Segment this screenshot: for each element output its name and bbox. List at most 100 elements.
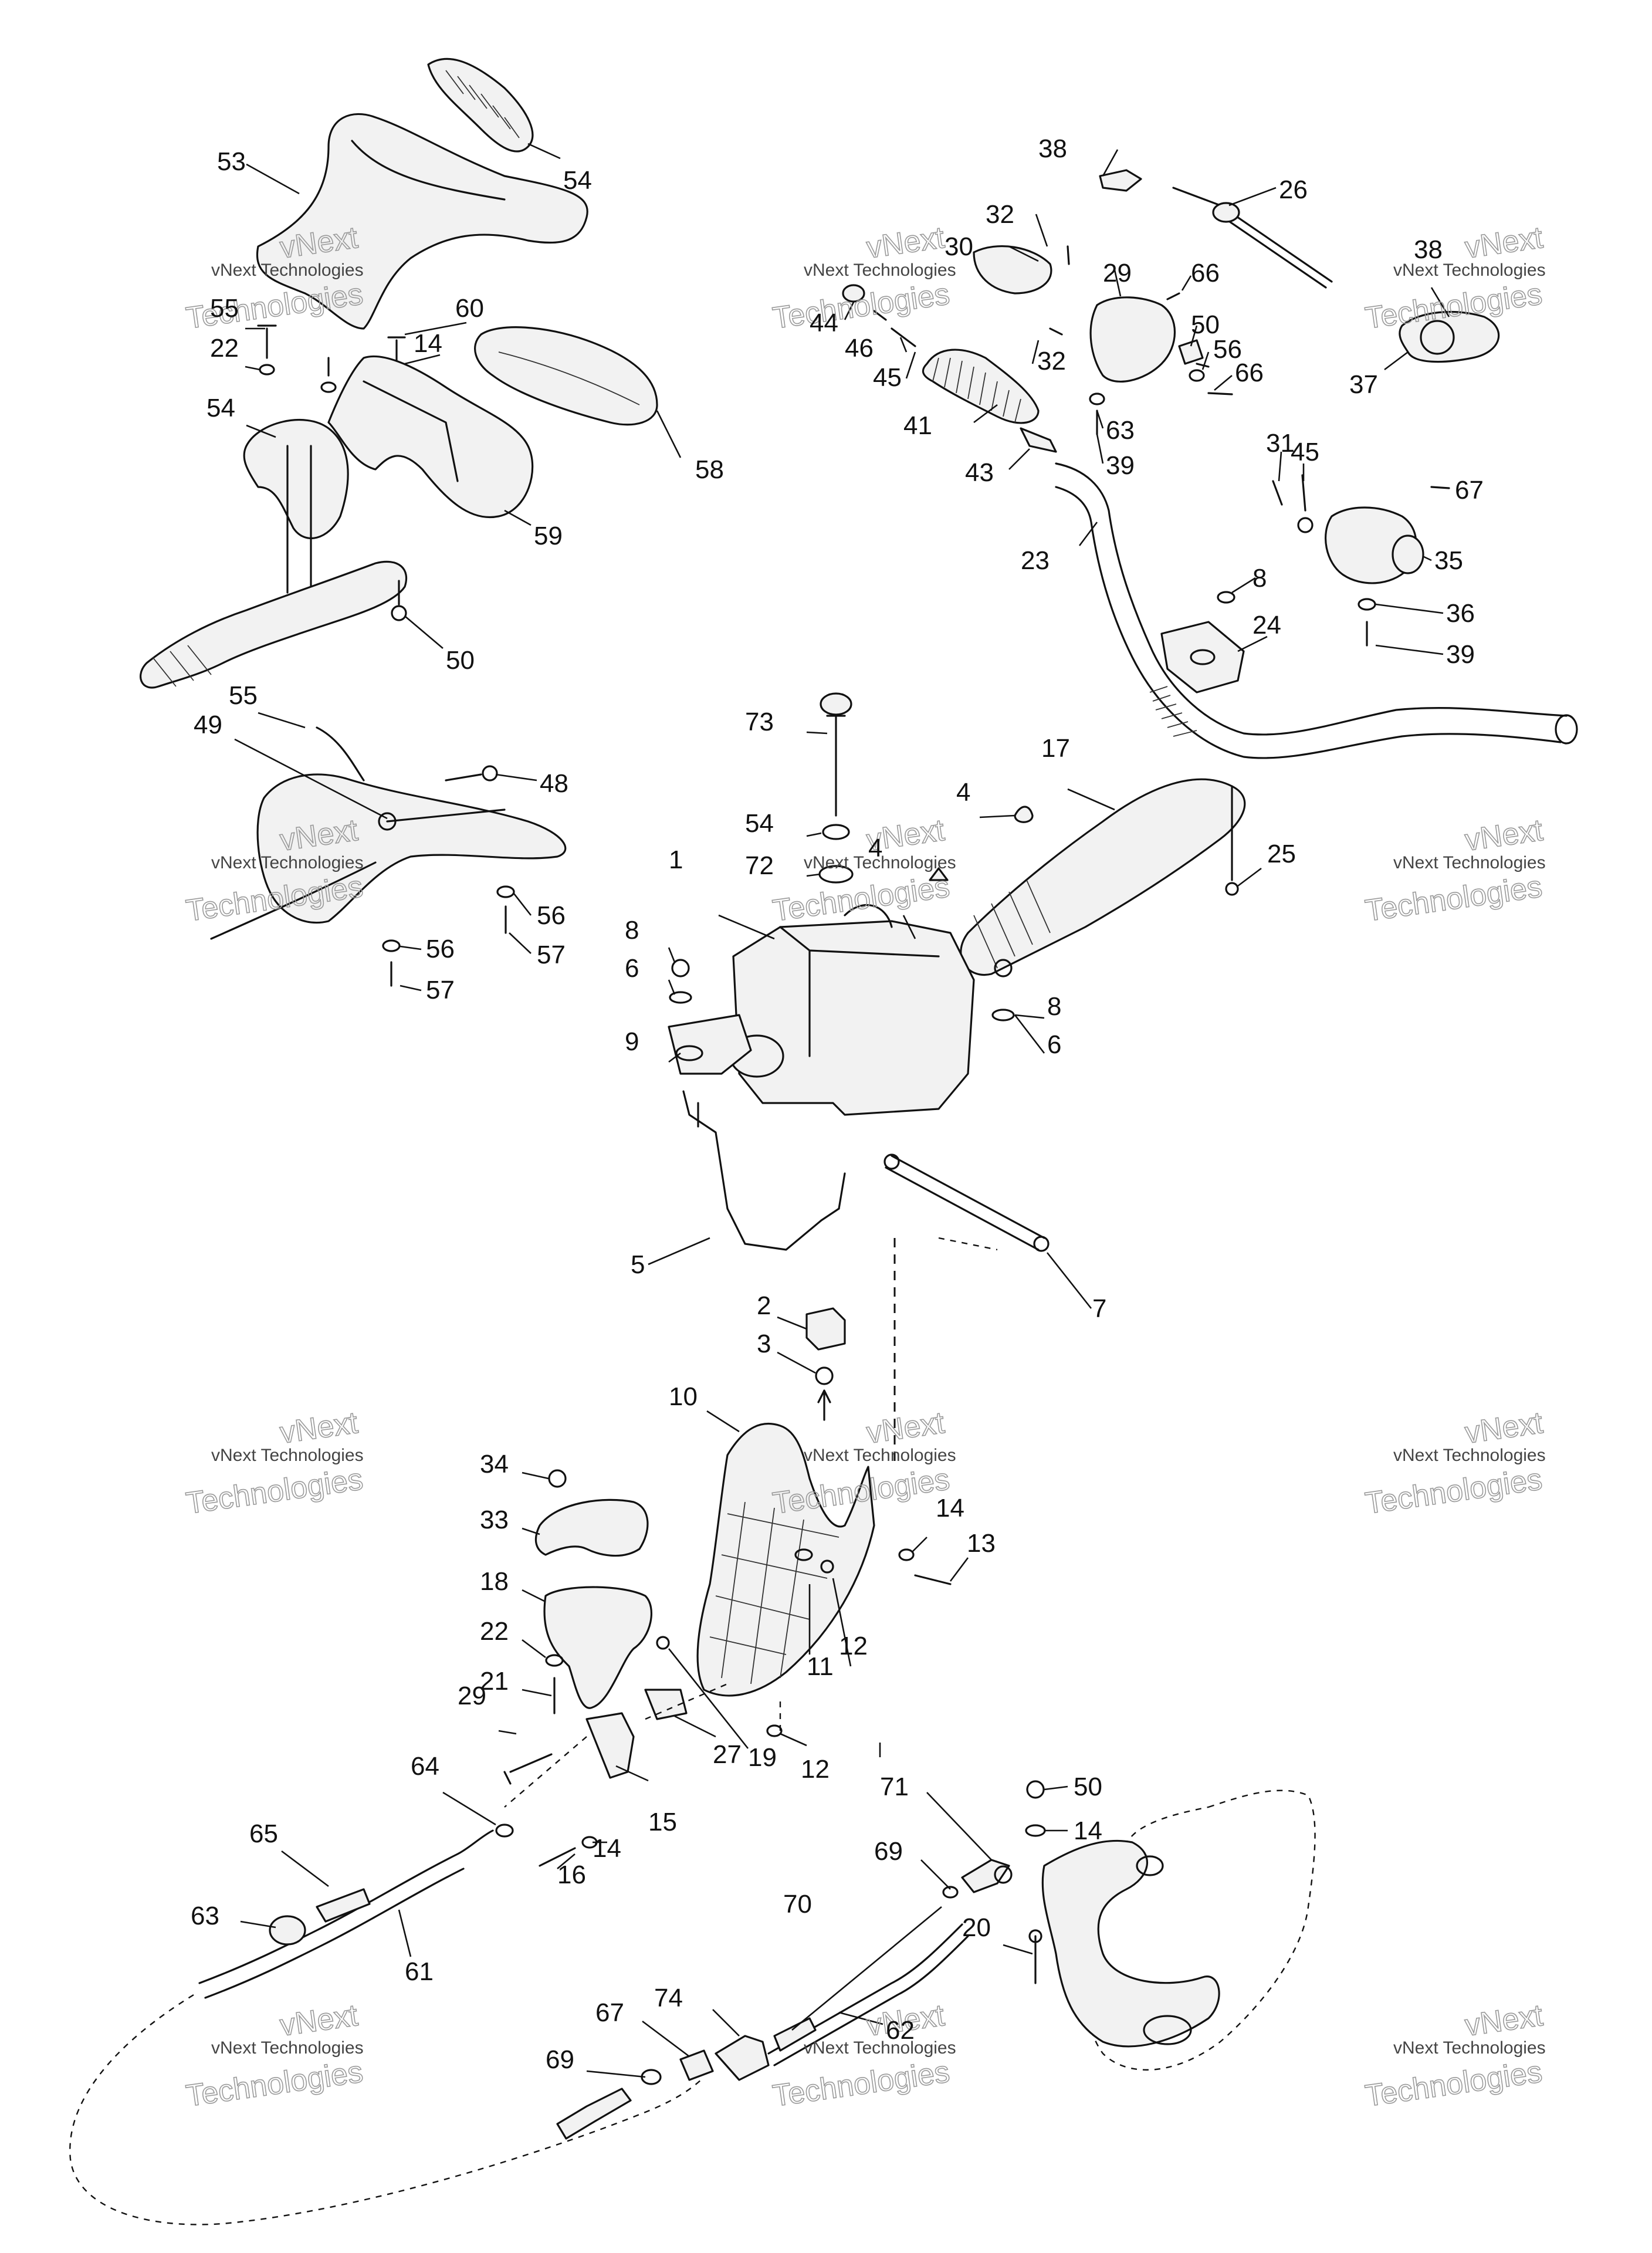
callout-label: 67 — [1455, 476, 1484, 505]
callout-label: 69 — [546, 2045, 574, 2074]
callout-label: 66 — [1235, 358, 1264, 387]
watermark-text-outline: vNext — [865, 221, 947, 265]
callout-label: 15 — [648, 1808, 677, 1836]
callout-label: 29 — [1103, 259, 1132, 287]
watermark-text: vNext Technologies — [211, 1446, 364, 1465]
callout-label: 18 — [480, 1567, 509, 1596]
callout-label: 4 — [868, 834, 882, 862]
watermark-text-outline: vNext — [1463, 1406, 1545, 1450]
callout-label: 59 — [534, 522, 563, 550]
callout-label: 57 — [426, 976, 455, 1004]
callout-label: 38 — [1414, 235, 1443, 264]
callout-label: 12 — [801, 1755, 830, 1784]
callout-label: 64 — [411, 1752, 439, 1781]
watermark-text: vNext Technologies — [804, 1446, 956, 1465]
callout-label: 63 — [1106, 416, 1135, 445]
watermark-text-outline: Technologies — [184, 1462, 365, 1521]
watermark-text-outline: vNext — [1463, 813, 1545, 858]
callout-label: 46 — [845, 334, 874, 363]
callout-label: 17 — [1041, 734, 1070, 763]
callout-label: 50 — [1191, 310, 1220, 339]
callout-label: 5 — [631, 1250, 645, 1279]
callout-label: 23 — [1021, 546, 1050, 575]
watermark-text-outline: Technologies — [771, 277, 952, 336]
callout-label: 73 — [745, 708, 774, 736]
watermark-text-outline: Technologies — [1363, 2055, 1545, 2113]
callout-label: 56 — [1213, 335, 1242, 364]
callout-label: 19 — [748, 1743, 777, 1772]
callout-label: 26 — [1279, 175, 1308, 204]
watermark-text: vNext Technologies — [211, 2038, 364, 2058]
leader-lines — [234, 143, 1450, 2078]
callout-label: 54 — [745, 809, 774, 838]
callout-label: 41 — [903, 411, 932, 440]
callout-label: 50 — [1074, 1772, 1102, 1801]
callout-label: 2 — [757, 1291, 771, 1320]
callout-label: 65 — [249, 1819, 278, 1848]
callout-label: 62 — [886, 2016, 915, 2045]
callout-label: 69 — [874, 1837, 903, 1866]
callout-label: 74 — [654, 1984, 683, 2012]
watermark-lowmid-right: vNext Technologies Technologies vNext — [1363, 1405, 1546, 1521]
callout-label: 67 — [595, 1998, 624, 2027]
callout-label: 13 — [967, 1529, 996, 1558]
watermark-mid-middle: vNext Technologies Technologies vNext — [770, 813, 956, 929]
callout-label: 33 — [480, 1506, 509, 1534]
callout-label: 48 — [540, 769, 568, 798]
watermark-mid-right: vNext Technologies Technologies vNext — [1363, 813, 1546, 929]
callout-label: 49 — [194, 711, 222, 739]
callout-label: 35 — [1434, 546, 1463, 575]
watermark-bottom-middle: vNext Technologies Technologies vNext — [770, 1998, 956, 2114]
callout-label: 39 — [1106, 451, 1135, 480]
watermark-text-outline: vNext — [865, 1406, 947, 1450]
watermark-text: vNext Technologies — [211, 853, 364, 872]
callout-label: 45 — [873, 363, 902, 392]
watermark-text: vNext Technologies — [1393, 2038, 1546, 2058]
callout-label: 8 — [1047, 992, 1061, 1021]
callout-label: 1 — [669, 845, 683, 874]
watermark-text: vNext Technologies — [1393, 261, 1546, 280]
callout-label: 31 — [1266, 429, 1295, 458]
callout-label: 32 — [1037, 347, 1066, 376]
callout-label: 36 — [1446, 599, 1475, 628]
callout-label: 6 — [1047, 1030, 1061, 1059]
callout-label: 11 — [807, 1652, 834, 1681]
watermark-text-outline: vNext — [278, 1998, 360, 2043]
watermark-text-outline: Technologies — [771, 2055, 952, 2113]
callout-label: 57 — [537, 941, 566, 969]
watermark-text: vNext Technologies — [804, 2038, 956, 2058]
callout-label: 21 — [480, 1667, 509, 1696]
callout-label: 61 — [405, 1957, 434, 1986]
callout-label: 30 — [945, 232, 973, 261]
watermark-top-middle: vNext Technologies Technologies vNext — [770, 220, 956, 336]
callout-label: 25 — [1267, 840, 1296, 868]
callout-label: 29 — [458, 1682, 486, 1710]
callout-label: 8 — [1252, 564, 1267, 593]
watermark-text-outline: vNext — [1463, 221, 1545, 265]
callout-label: 45 — [1291, 438, 1319, 466]
callout-label: 38 — [1038, 134, 1067, 163]
callout-label: 3 — [757, 1330, 771, 1358]
callout-label: 37 — [1349, 370, 1378, 399]
watermark-bottom-right: vNext Technologies Technologies vNext — [1363, 1998, 1546, 2114]
callout-label: 24 — [1252, 611, 1281, 640]
watermark-text: vNext Technologies — [211, 261, 364, 280]
watermark-bottom-left: vNext Technologies Technologies vNext — [184, 1998, 365, 2114]
callout-label: 4 — [956, 778, 970, 807]
watermark-text-outline: Technologies — [1363, 1462, 1545, 1521]
callout-label: 72 — [745, 851, 774, 880]
watermark-text-outline: Technologies — [184, 2055, 365, 2113]
watermark-text: vNext Technologies — [804, 853, 956, 872]
callout-label: 53 — [217, 147, 246, 176]
callout-label: 7 — [1092, 1294, 1106, 1323]
callout-labels: 53 54 55 22 54 60 14 58 59 50 55 49 48 5… — [191, 134, 1484, 2074]
callout-label: 14 — [593, 1834, 621, 1863]
callout-label: 70 — [783, 1890, 812, 1919]
callout-label: 43 — [965, 458, 994, 487]
callout-label: 54 — [563, 166, 592, 195]
callout-label: 10 — [669, 1382, 698, 1411]
callout-label: 71 — [880, 1772, 909, 1801]
callout-label: 22 — [480, 1617, 509, 1646]
callout-label: 54 — [206, 394, 235, 422]
